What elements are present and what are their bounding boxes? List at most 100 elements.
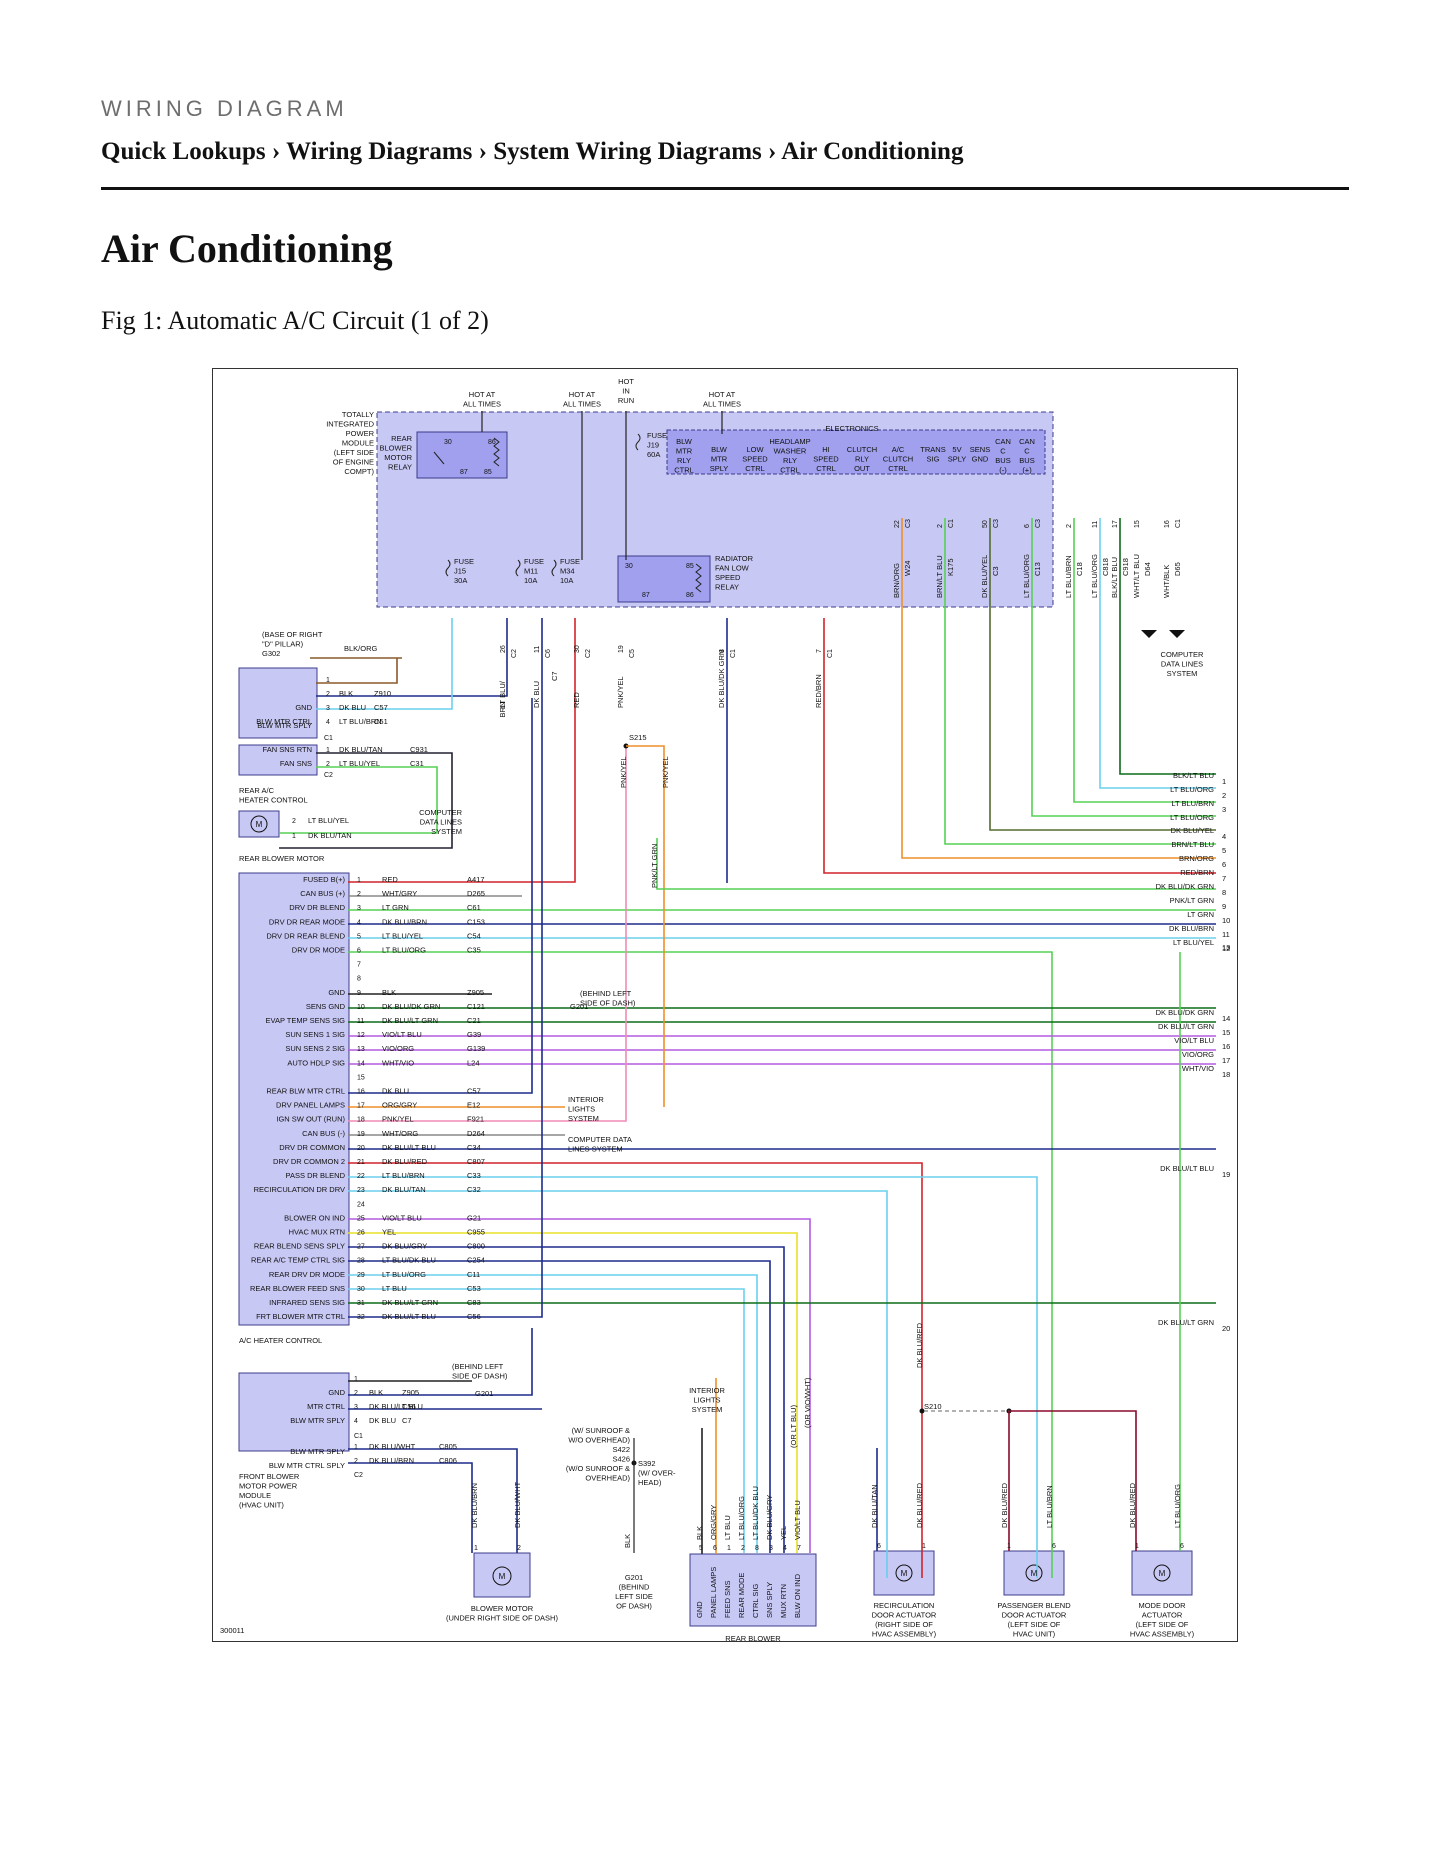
- diagram-label: 85: [686, 563, 694, 570]
- diagram-label: IGN SW OUT (RUN): [276, 1115, 345, 1124]
- diagram-label: 1: [292, 833, 296, 840]
- wire-color-label: LT BLU/BRN: [1045, 1485, 1054, 1528]
- wire: [316, 618, 508, 697]
- ecu-pin-label: WASHER: [774, 447, 807, 456]
- diagram-label: CAN BUS (+): [300, 889, 345, 898]
- reference-number: 13: [1222, 943, 1230, 952]
- diagram-label: C11: [467, 1270, 480, 1279]
- rear-ac-fan-block: [238, 744, 318, 776]
- fan-relay-label: RELAY: [715, 583, 739, 592]
- wire-color-label: DK BLU/RED: [1000, 1482, 1009, 1528]
- diagram-label: C56: [467, 1312, 481, 1321]
- switch-pin-label: CTRL SIG: [751, 1584, 760, 1618]
- breadcrumb-separator: ›: [478, 138, 487, 165]
- wire-color-label: RED/BRN: [814, 674, 823, 708]
- diagram-label: DK BLU/RED: [915, 1322, 924, 1368]
- wire-color-label: LT BLU/: [498, 680, 507, 708]
- fuse-label: M34: [560, 567, 575, 576]
- circuit-label: W24: [903, 561, 912, 576]
- wire: [944, 518, 1216, 845]
- wire-dkblultblu: [348, 618, 543, 1318]
- ground-g201-label: LEFT SIDE: [615, 1592, 653, 1601]
- wire-color-label: LT BLU/ORG: [1170, 813, 1214, 822]
- breadcrumb-wiring-diagrams[interactable]: Wiring Diagrams: [286, 138, 473, 165]
- fuse-label: M11: [524, 567, 538, 576]
- actuator-title: DOOR ACTUATOR: [1002, 1611, 1067, 1620]
- diagram-label: 27: [357, 1244, 365, 1251]
- diagram-label: 25: [357, 1215, 365, 1222]
- diagram-label: C54: [467, 931, 481, 940]
- diagram-label: RECIRCULATION DR DRV: [254, 1185, 345, 1194]
- breadcrumb-separator: ›: [768, 138, 777, 165]
- breadcrumb-system-wiring-diagrams[interactable]: System Wiring Diagrams: [493, 138, 762, 165]
- diagram-label: C35: [467, 946, 481, 955]
- wire-color-label: DK BLU/LT GRN: [1158, 1022, 1214, 1031]
- power-label: IN: [622, 387, 630, 396]
- diagram-label: 1: [727, 1545, 731, 1552]
- diagram-label: REAR BLOWER FEED SNS: [250, 1284, 345, 1293]
- ecu-pin-label: SIG: [927, 455, 940, 464]
- diagram-label: PNK/YEL: [619, 756, 628, 788]
- diagram-label: DK BLU/TAN: [308, 831, 352, 840]
- diagram-label: 1: [1135, 1543, 1139, 1550]
- fuse-label: FUSE: [560, 557, 580, 566]
- power-label: HOT AT: [469, 390, 496, 399]
- wire-color-label: BRN/LT BLU: [935, 555, 944, 598]
- actuator-title: MODE DOOR: [1138, 1601, 1186, 1610]
- ecu-pin-label: SENS: [970, 445, 990, 454]
- splice-s392-label: S422: [612, 1445, 630, 1454]
- front-blower-title: MODULE: [239, 1491, 271, 1500]
- wire: [279, 766, 438, 834]
- fan-relay-label: SPEED: [715, 573, 741, 582]
- ecu-pin-label: RLY: [783, 456, 797, 465]
- diagram-label: C807: [467, 1157, 485, 1166]
- breadcrumb-quick-lookups[interactable]: Quick Lookups: [101, 138, 266, 165]
- actuator-title: HVAC ASSEMBLY): [1130, 1630, 1195, 1639]
- reference-number: 14: [1222, 1014, 1230, 1023]
- interior-lights-label: LIGHTS: [568, 1105, 595, 1114]
- diagram-label: 6: [877, 1543, 881, 1550]
- interior-lights-label: INTERIOR: [689, 1386, 725, 1395]
- ecu-pin-label: C: [1024, 447, 1030, 456]
- diagram-label: C121: [467, 1002, 485, 1011]
- diagram-label: DRV PANEL LAMPS: [276, 1101, 345, 1110]
- wire: [1031, 518, 1216, 817]
- radiator-fan-relay: [617, 555, 711, 603]
- diagram-label: BLK: [339, 689, 353, 698]
- diagram-label: Z910: [374, 689, 391, 698]
- diagram-label: 5: [357, 933, 361, 940]
- diagram-label: LT BLU/YEL: [308, 816, 349, 825]
- diagram-label: 19: [357, 1131, 365, 1138]
- connector-label: C3: [993, 519, 1000, 528]
- rear-blower-motor: [238, 810, 280, 838]
- tipm-label: POWER: [346, 429, 375, 438]
- diagram-label: C1: [827, 649, 834, 658]
- breadcrumb-air-conditioning[interactable]: Air Conditioning: [781, 138, 964, 165]
- diagram-label: DRV DR REAR BLEND: [266, 931, 345, 940]
- ground-g201-label: (BEHIND: [619, 1583, 650, 1592]
- diagram-label: C1: [354, 1433, 363, 1440]
- circuit-label: D64: [1143, 562, 1152, 576]
- diagram-label: 3: [354, 1404, 358, 1411]
- diagram-label: 14: [357, 1060, 365, 1067]
- diagram-label: HEAD): [638, 1478, 662, 1487]
- arrow-icon: [1141, 630, 1185, 638]
- diagram-label: 26: [357, 1230, 365, 1237]
- diagram-label: SUN SENS 2 SIG: [285, 1044, 345, 1053]
- page-title: Air Conditioning: [101, 226, 393, 271]
- wire-color-label: LT GRN: [1187, 910, 1214, 919]
- circuit-label: K175: [946, 558, 955, 576]
- diagram-label: INFRARED SENS SIG: [269, 1298, 345, 1307]
- power-label: ALL TIMES: [563, 400, 601, 409]
- splice-s392-label: (W/O SUNROOF &: [566, 1464, 630, 1473]
- wire-color-label: DK BLU/YEL: [980, 555, 989, 598]
- fuse-j19-label: 60A: [647, 450, 660, 459]
- diagram-label: 12: [357, 1032, 365, 1039]
- diagram-label: 17: [357, 1103, 365, 1110]
- actuator-title: (LEFT SIDE OF: [1136, 1620, 1189, 1629]
- relay-label: RELAY: [388, 463, 412, 472]
- computer-data-lines: LINES SYSTEM: [568, 1145, 623, 1154]
- diagram-label: 87: [642, 592, 650, 599]
- wire: [316, 618, 453, 710]
- power-label: ALL TIMES: [703, 400, 741, 409]
